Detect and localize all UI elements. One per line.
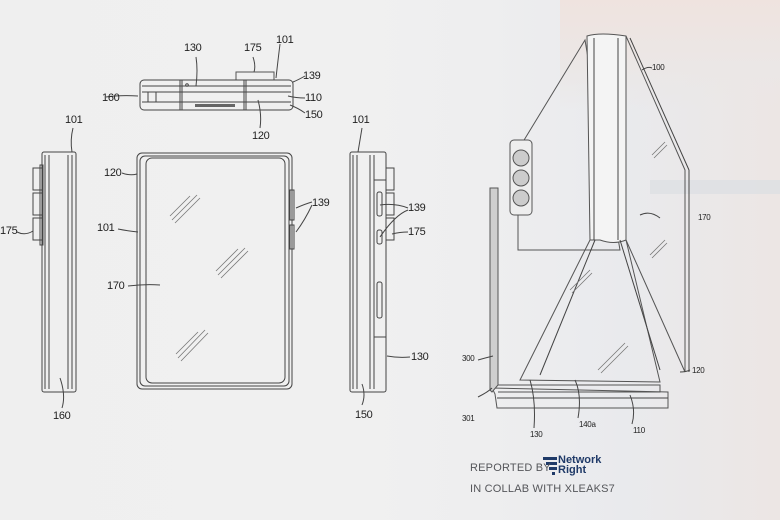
- label-160: 160: [53, 410, 71, 422]
- label-101: 101: [276, 34, 294, 46]
- label-101: 101: [97, 222, 115, 234]
- label-110: 110: [633, 426, 645, 435]
- brand-line1: Network: [558, 454, 602, 466]
- label-160: 160: [102, 92, 120, 104]
- reported-by-text: REPORTED BY: [470, 462, 551, 474]
- network-right-logo-icon: [543, 457, 557, 475]
- label-120: 120: [692, 366, 705, 375]
- label-301: 301: [462, 414, 475, 423]
- label-139: 139: [303, 70, 321, 82]
- label-130: 130: [184, 42, 202, 54]
- label-175: 175: [244, 42, 262, 54]
- background-shelf: [650, 180, 780, 194]
- perspective-view-device: [477, 33, 691, 429]
- label-175: 175: [0, 225, 18, 237]
- label-101: 101: [65, 114, 83, 126]
- left-side-view-device: [16, 127, 77, 409]
- label-170: 170: [107, 280, 125, 292]
- brand-line2: Right: [558, 464, 587, 476]
- right-side-view-device: [349, 127, 411, 406]
- label-120: 120: [104, 167, 122, 179]
- label-130: 130: [411, 351, 429, 363]
- label-101: 101: [352, 114, 370, 126]
- front-view-device: [117, 152, 313, 390]
- label-139: 139: [408, 202, 426, 214]
- label-300: 300: [462, 354, 475, 363]
- label-120: 120: [252, 130, 270, 142]
- network-right-logo: Network Right: [558, 454, 602, 476]
- top-view-device: [105, 43, 306, 129]
- label-139: 139: [312, 197, 330, 209]
- label-100: 100: [652, 63, 665, 72]
- label-150: 150: [355, 409, 373, 421]
- collab-text: IN COLLAB WITH XLEAKS7: [470, 483, 615, 495]
- label-175: 175: [408, 226, 426, 238]
- label-150: 150: [305, 109, 323, 121]
- label-140a: 140a: [579, 420, 596, 429]
- label-170: 170: [698, 213, 711, 222]
- label-110: 110: [305, 92, 322, 104]
- label-130: 130: [530, 430, 543, 439]
